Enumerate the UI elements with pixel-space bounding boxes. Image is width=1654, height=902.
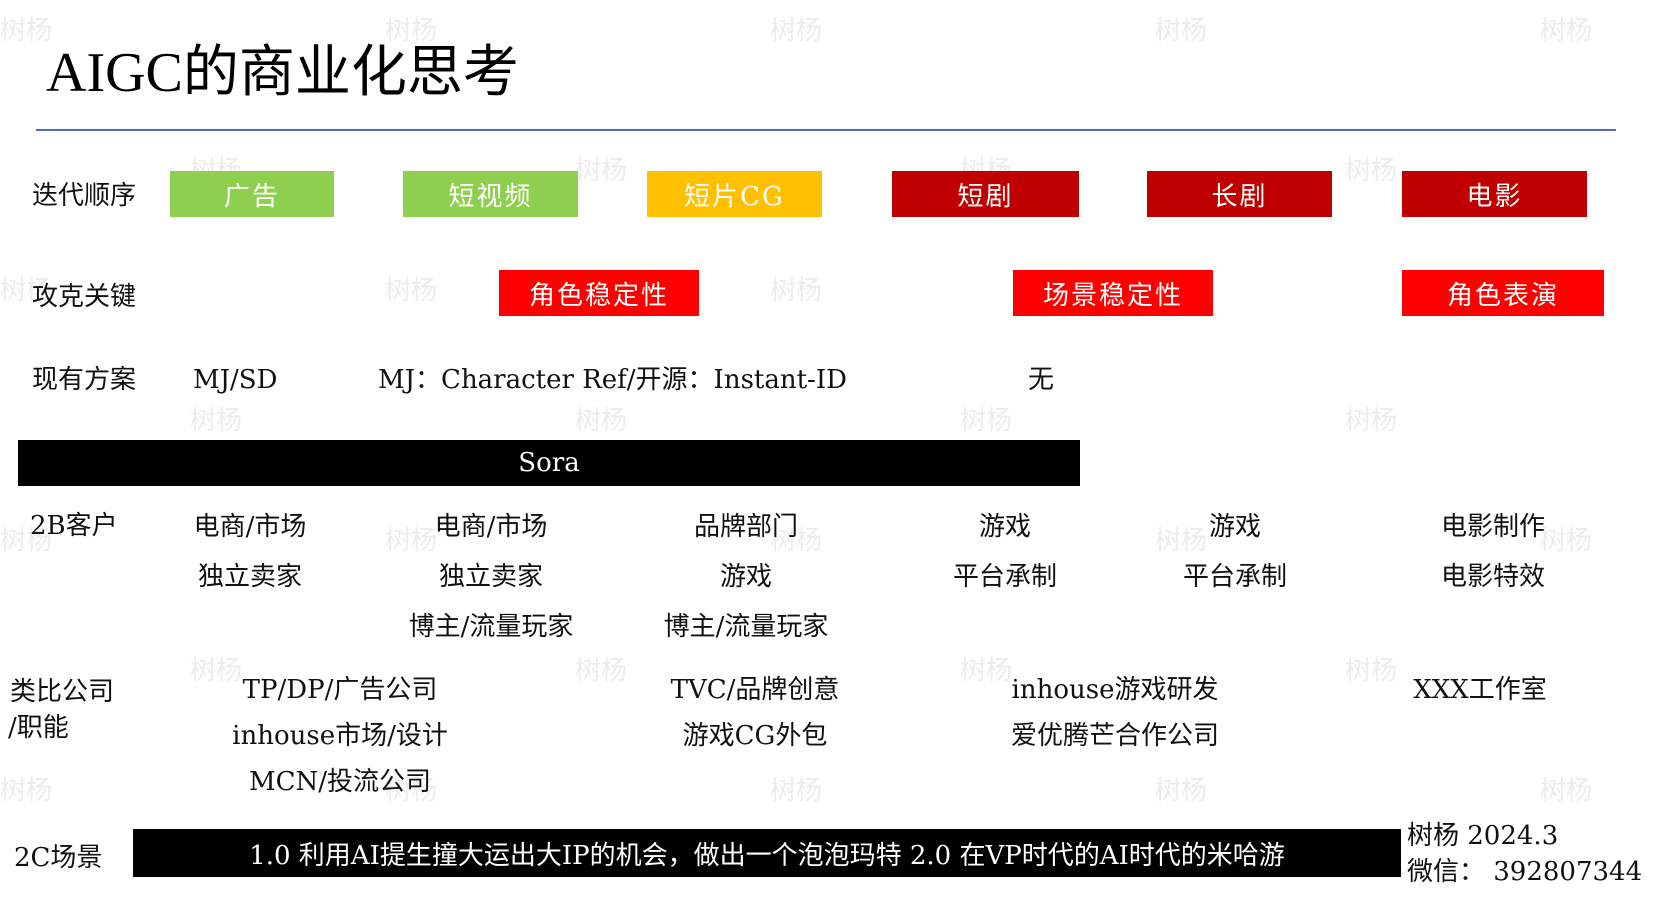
key-box-character-stability: 角色稳定性	[499, 270, 699, 316]
title-divider	[36, 129, 1616, 131]
analog-item: TVC/品牌创意	[670, 675, 840, 705]
b2b-item: 平台承制	[952, 562, 1057, 592]
analog-col-4: XXX工作室	[1370, 667, 1590, 713]
stage-box-long-drama: 长剧	[1147, 171, 1332, 217]
watermark-text: 树杨	[1345, 656, 1398, 686]
b2b-item: 游戏	[719, 562, 772, 592]
b2b-col-long-drama: 游戏 平台承制	[1135, 502, 1335, 602]
analog-col-1: TP/DP/广告公司 inhouse市场/设计 MCN/投流公司	[215, 667, 465, 805]
watermark-text: 树杨	[960, 406, 1013, 436]
row-label-2c: 2C场景	[14, 843, 103, 873]
analog-item: 游戏CG外包	[682, 721, 828, 751]
b2b-item: 电商/市场	[434, 512, 548, 542]
b2b-col-ads: 电商/市场 独立卖家	[150, 502, 350, 602]
watermark-text: 树杨	[575, 656, 628, 686]
solution-none: 无	[1028, 365, 1055, 395]
watermark-text: 树杨	[385, 276, 438, 306]
watermark-text: 树杨	[0, 16, 53, 46]
author-credit: 树杨 2024.3	[1407, 821, 1559, 851]
stage-box-ads: 广告	[170, 171, 334, 217]
c2c-scenario-bar: 1.0 利用AI提生撞大运出大IP的机会，做出一个泡泡玛特 2.0 在VP时代的…	[133, 829, 1401, 877]
b2b-col-short-video: 电商/市场 独立卖家 博主/流量玩家	[380, 502, 602, 652]
watermark-text: 树杨	[1155, 526, 1208, 556]
analog-item: inhouse游戏研发	[1011, 675, 1219, 705]
stage-box-short-video: 短视频	[403, 171, 578, 217]
watermark-text: 树杨	[1345, 156, 1398, 186]
b2b-item: 电商/市场	[193, 512, 307, 542]
key-box-scene-stability: 场景稳定性	[1013, 270, 1213, 316]
b2b-item: 独立卖家	[197, 562, 302, 592]
watermark-text: 树杨	[1155, 16, 1208, 46]
watermark-text: 树杨	[1540, 16, 1593, 46]
watermark-text: 树杨	[1155, 776, 1208, 806]
stage-box-short-drama: 短剧	[892, 171, 1079, 217]
page-title: AIGC的商业化思考	[46, 42, 519, 104]
row-label-iteration: 迭代顺序	[32, 181, 137, 211]
row-label-key: 攻克关键	[32, 282, 137, 312]
watermark-text: 树杨	[385, 526, 438, 556]
watermark-text: 树杨	[0, 276, 53, 306]
row-label-analog-1: 类比公司	[10, 677, 115, 707]
watermark-text: 树杨	[190, 656, 243, 686]
b2b-item: 博主/流量玩家	[663, 612, 829, 642]
row-label-solutions: 现有方案	[32, 365, 137, 395]
analog-item: inhouse市场/设计	[232, 721, 448, 751]
wechat-credit: 微信： 392807344	[1407, 857, 1643, 887]
watermark-text: 树杨	[770, 776, 823, 806]
watermark-text: 树杨	[190, 406, 243, 436]
watermark-text: 树杨	[770, 276, 823, 306]
watermark-text: 树杨	[385, 16, 438, 46]
watermark-text: 树杨	[575, 156, 628, 186]
b2b-col-short-cg: 品牌部门 游戏 博主/流量玩家	[635, 502, 857, 652]
watermark-text: 树杨	[960, 656, 1013, 686]
watermark-text: 树杨	[1345, 406, 1398, 436]
watermark-text: 树杨	[1540, 526, 1593, 556]
analog-col-2: TVC/品牌创意 游戏CG外包	[630, 667, 880, 759]
analog-item: TP/DP/广告公司	[242, 675, 438, 705]
watermark-text: 树杨	[1540, 776, 1593, 806]
watermark-text: 树杨	[770, 16, 823, 46]
b2b-item: 博主/流量玩家	[408, 612, 574, 642]
solution-mj-sd: MJ/SD	[193, 365, 278, 395]
row-label-2b: 2B客户	[30, 511, 118, 541]
b2b-item: 平台承制	[1182, 562, 1287, 592]
stage-box-film: 电影	[1402, 171, 1587, 217]
analog-col-3: inhouse游戏研发 爱优腾芒合作公司	[975, 667, 1255, 759]
b2b-item: 游戏	[978, 512, 1031, 542]
analog-item: MCN/投流公司	[248, 767, 432, 797]
watermark-text: 树杨	[0, 776, 53, 806]
b2b-item: 独立卖家	[438, 562, 543, 592]
watermark-text: 树杨	[575, 406, 628, 436]
key-box-character-acting: 角色表演	[1402, 270, 1604, 316]
watermark-text: 树杨	[385, 776, 438, 806]
b2b-item: 电影制作	[1440, 512, 1545, 542]
sora-bar: Sora	[18, 440, 1080, 486]
analog-item: 爱优腾芒合作公司	[1010, 721, 1219, 751]
b2b-col-film: 电影制作 电影特效	[1393, 502, 1593, 602]
row-label-analog-2: /职能	[8, 713, 69, 743]
watermark-text: 树杨	[0, 526, 53, 556]
watermark-text: 树杨	[770, 526, 823, 556]
stage-box-short-cg: 短片CG	[647, 171, 822, 217]
b2b-item: 品牌部门	[693, 512, 798, 542]
solution-character-ref: MJ：Character Ref/开源：Instant-ID	[378, 365, 847, 395]
b2b-item: 游戏	[1208, 512, 1261, 542]
b2b-item: 电影特效	[1440, 562, 1545, 592]
b2b-col-short-drama: 游戏 平台承制	[905, 502, 1105, 602]
analog-item: XXX工作室	[1413, 675, 1547, 705]
